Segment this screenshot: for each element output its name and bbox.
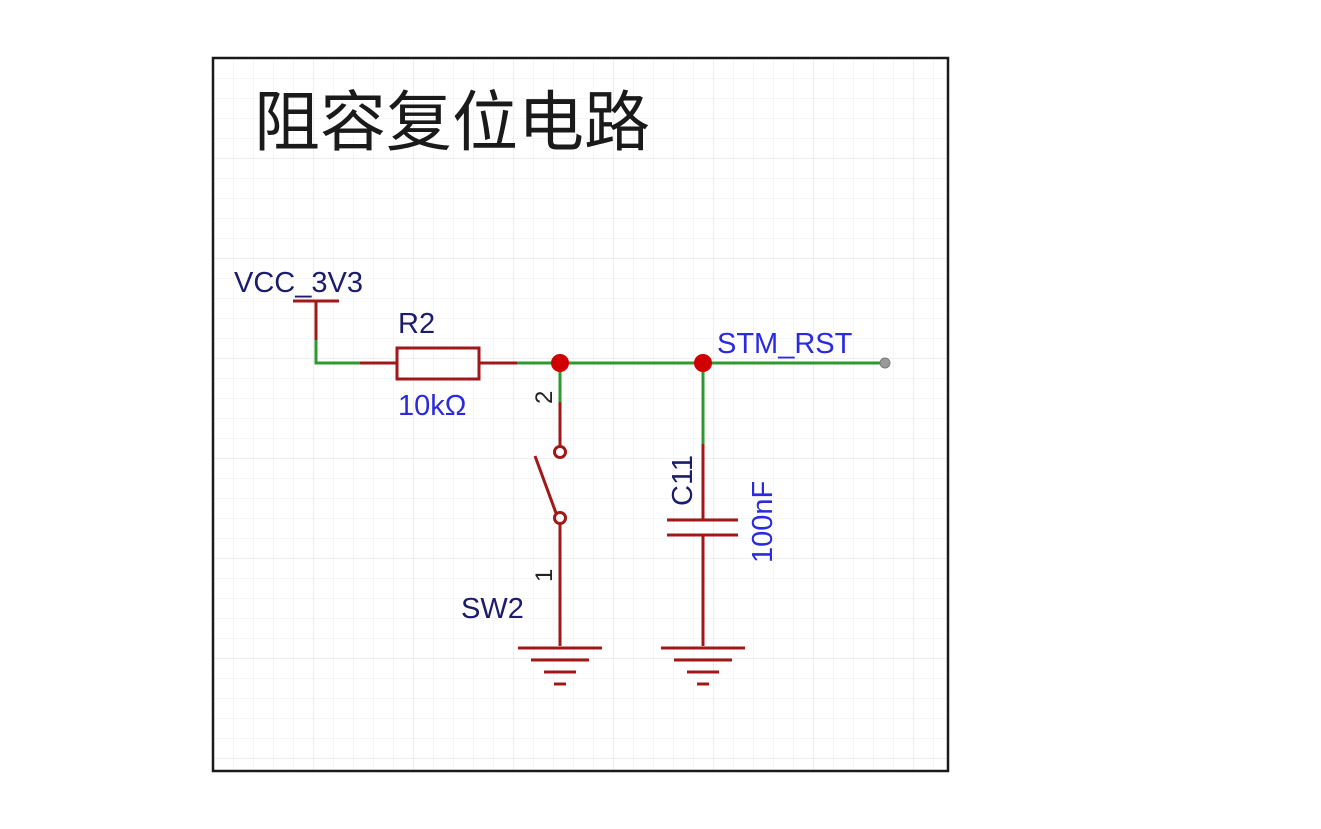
c11-value-label: 100nF bbox=[747, 481, 779, 563]
stm-rst-net-label: STM_RST bbox=[717, 328, 853, 360]
vcc-net-label: VCC_3V3 bbox=[234, 267, 363, 299]
sw2-pin-1-label: 1 bbox=[531, 569, 558, 582]
resistor-r2[interactable] bbox=[360, 346, 517, 381]
ground-symbol-sw2[interactable] bbox=[518, 646, 602, 686]
wire-vcc-to-r2 bbox=[314, 340, 360, 365]
grid-major bbox=[213, 58, 948, 771]
junction-dot-capacitor bbox=[694, 354, 712, 372]
r2-value-label: 10kΩ bbox=[398, 390, 466, 422]
switch-sw2[interactable] bbox=[533, 402, 567, 646]
vcc-power-symbol[interactable] bbox=[293, 299, 339, 340]
sw2-ref-label: SW2 bbox=[461, 593, 524, 625]
r2-ref-label: R2 bbox=[398, 308, 435, 340]
c11-ref-label: C11 bbox=[667, 455, 699, 506]
junction-dot-switch bbox=[551, 354, 569, 372]
sheet-border bbox=[211, 56, 950, 773]
ground-symbol-c11[interactable] bbox=[661, 646, 745, 686]
capacitor-c11[interactable] bbox=[667, 444, 738, 646]
sw2-pin-2-label: 2 bbox=[531, 391, 558, 404]
diagram-title: 阻容复位电路 bbox=[254, 84, 650, 161]
stm-rst-net-port[interactable] bbox=[879, 357, 891, 369]
